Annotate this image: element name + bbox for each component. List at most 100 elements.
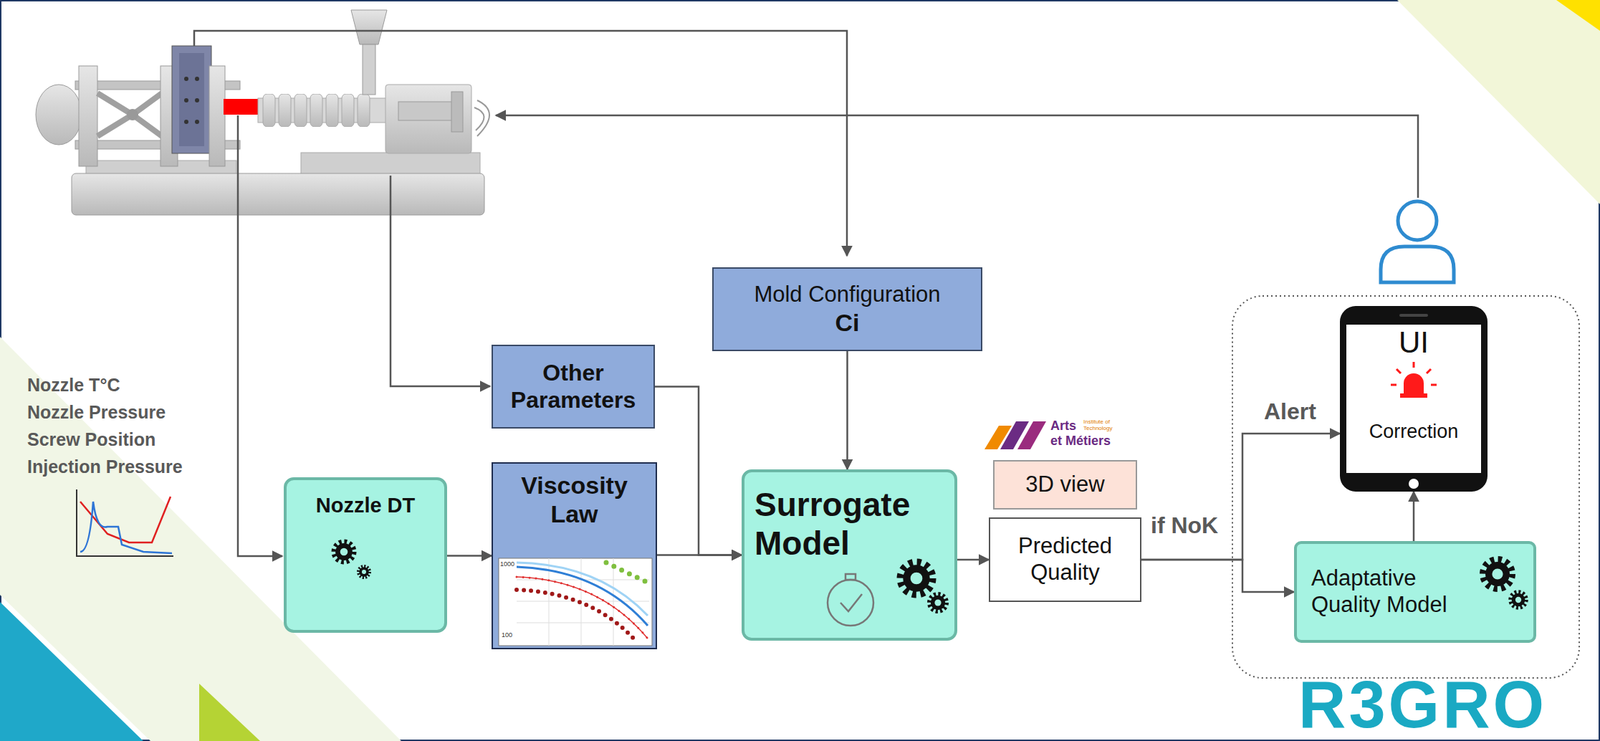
- process-box: [1390, 361, 1437, 385]
- connector-arrow: [957, 558, 989, 562]
- box-text: Nozzle DT: [315, 492, 416, 518]
- connector-arrow: [654, 386, 742, 556]
- logo-text: et Métiers: [1050, 434, 1111, 449]
- process-box: [498, 558, 653, 646]
- process-box: [845, 573, 856, 580]
- axis-tick: 1000: [500, 561, 515, 569]
- logo-text: Arts: [1050, 419, 1077, 434]
- box-text: Ci: [835, 308, 860, 337]
- leader-lines: [194, 30, 847, 256]
- process-box: [358, 566, 370, 577]
- injection-machine: [179, 53, 205, 147]
- signal-name: Injection Pressure: [27, 457, 183, 478]
- process-box: 3D view: [993, 460, 1138, 510]
- slide-decoration: [199, 683, 261, 741]
- process-box: [516, 589, 635, 640]
- process-box: Surrogate Model: [741, 469, 958, 641]
- injection-machine: [97, 93, 162, 137]
- process-box: [1399, 313, 1429, 317]
- injection-machine: [385, 84, 472, 154]
- process-box: Adaptative Quality Model: [1294, 540, 1537, 643]
- injection-machine: [398, 101, 456, 121]
- process-box: Viscosity Law: [491, 462, 658, 650]
- injection-machine: [35, 10, 490, 215]
- edge-label: Alert: [1261, 398, 1320, 425]
- box-text: Correction: [1369, 420, 1459, 444]
- process-box: [340, 548, 349, 557]
- process-box: [900, 562, 933, 594]
- dotted-group: [1232, 295, 1580, 678]
- connector-arrow: [846, 351, 849, 470]
- signal-name: Nozzle Pressure: [27, 402, 166, 423]
- process-box: [498, 558, 653, 646]
- process-box: [1491, 568, 1503, 579]
- injection-machine: [171, 45, 212, 154]
- user-icon: [1380, 246, 1454, 283]
- process-box: Nozzle DT: [283, 477, 448, 633]
- injection-machine: [71, 173, 485, 215]
- process-box: [1510, 591, 1527, 608]
- process-box: [840, 593, 862, 612]
- process-box: [516, 558, 650, 646]
- process-box: [1483, 559, 1512, 589]
- injection-machine: [223, 98, 260, 115]
- process-box: [516, 576, 648, 639]
- box-text: Predicted Quality: [990, 533, 1140, 586]
- condition-label: if NoK: [1148, 513, 1221, 539]
- injection-machine: [451, 91, 463, 132]
- process-box: [929, 593, 947, 612]
- arts-et-metiers-logo: [984, 421, 1047, 450]
- slide-decoration: [1397, 0, 1600, 205]
- process-box: UI Correction: [1339, 305, 1488, 492]
- injection-machine: [194, 76, 200, 81]
- box-text: UI: [1398, 324, 1429, 361]
- axis-tick: 100: [501, 631, 513, 640]
- signal-name: Screw Position: [27, 429, 156, 450]
- injection-machine: [300, 152, 481, 176]
- process-box: [1515, 596, 1522, 603]
- process-box: [516, 576, 648, 639]
- process-box: [1400, 393, 1428, 398]
- injection-machine: [194, 119, 200, 124]
- box-text: Adaptative Quality Model: [1311, 565, 1469, 618]
- logo-text: Institute of: [1083, 419, 1110, 426]
- process-box: [333, 541, 354, 562]
- process-box: [1403, 373, 1424, 394]
- signal-plot: [76, 489, 174, 557]
- injection-machine: [262, 93, 373, 127]
- process-box: [827, 573, 874, 626]
- injection-machine: [78, 65, 98, 167]
- process-box: [934, 599, 941, 606]
- injection-machine: [184, 98, 189, 103]
- logo-text: R3GRO: [1298, 668, 1547, 741]
- user-icon: [1380, 201, 1454, 283]
- injection-machine: [184, 119, 189, 124]
- process-box: [335, 543, 353, 561]
- signal-plot: [76, 489, 174, 557]
- injection-machine: [474, 100, 490, 137]
- box-text: 3D view: [1025, 471, 1105, 498]
- process-box: [1408, 478, 1419, 489]
- process-box: [606, 562, 648, 583]
- injection-machine: [194, 98, 200, 103]
- box-text: Other Parameters: [498, 359, 648, 415]
- process-box: Other Parameters: [491, 344, 655, 429]
- connector-arrow: [447, 554, 492, 557]
- arts-et-metiers-logo: [1017, 421, 1047, 450]
- injection-machine: [351, 10, 387, 45]
- process-box: [910, 572, 923, 585]
- leader-lines: [237, 115, 283, 557]
- leader-lines: [495, 115, 1419, 198]
- process-box: [1390, 361, 1437, 398]
- process-box: [930, 595, 946, 610]
- process-box: [1485, 561, 1510, 587]
- box-text: Mold Configuration: [753, 281, 941, 309]
- user-icon: [1397, 201, 1437, 241]
- injection-machine: [126, 108, 139, 121]
- slide-decoration: [0, 601, 144, 741]
- process-box: Predicted Quality: [988, 517, 1142, 602]
- logo-text: Technology: [1083, 425, 1113, 433]
- leader-lines: [390, 175, 491, 387]
